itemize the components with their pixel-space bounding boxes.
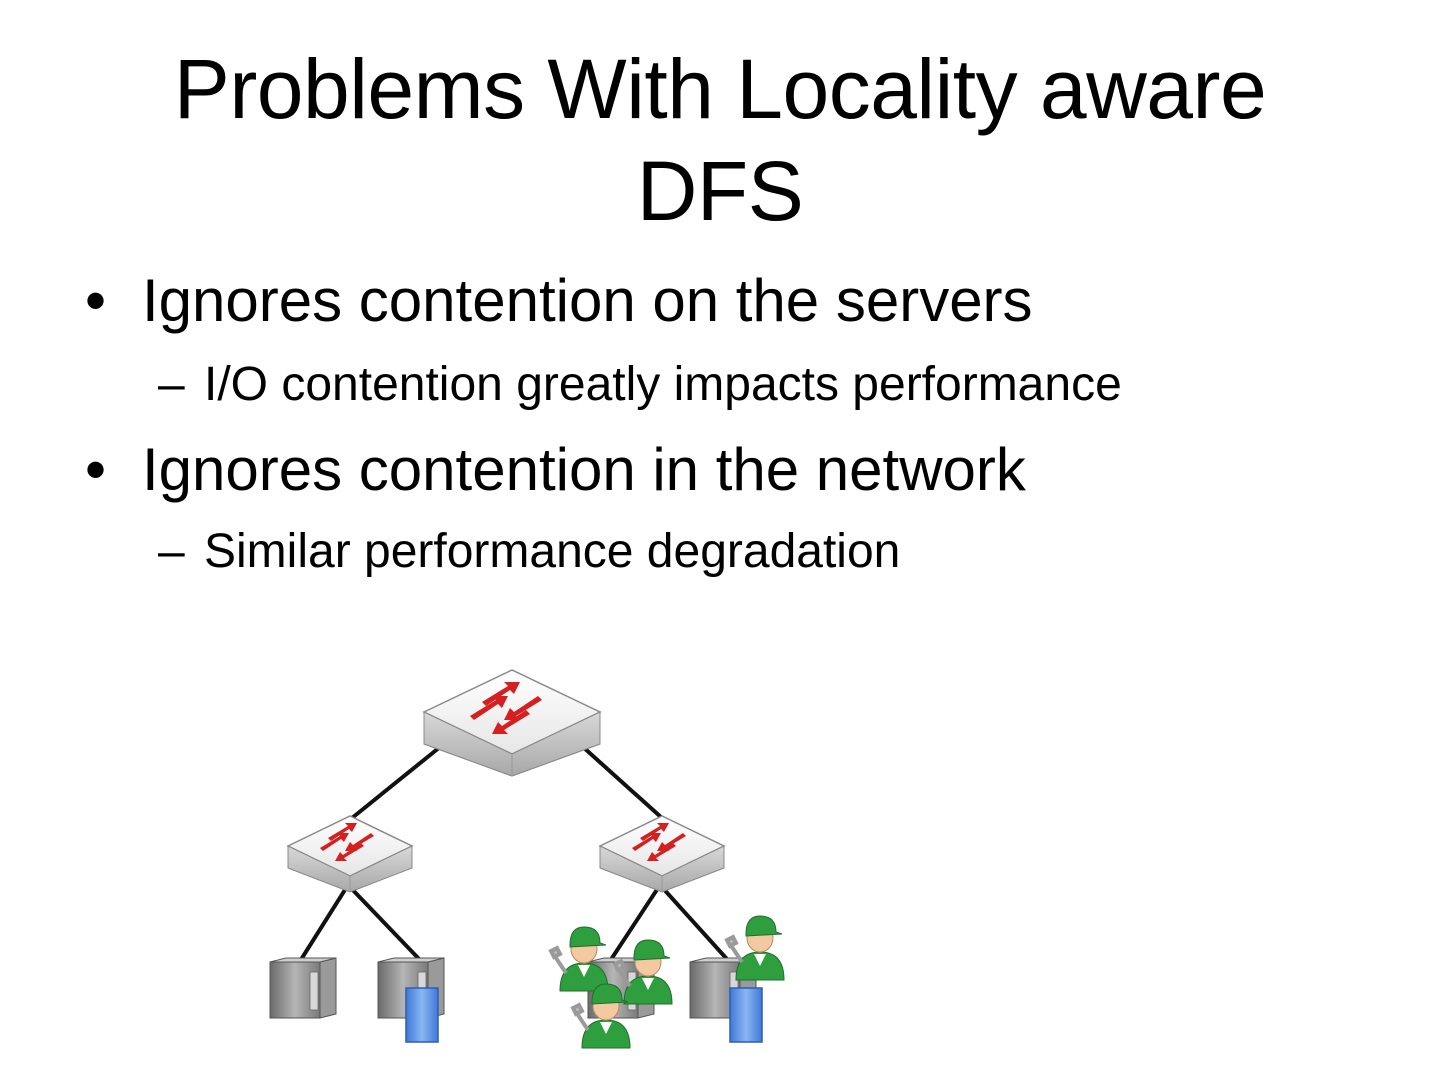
network-topology-diagram — [269, 669, 785, 1049]
title-line-1: Problems With Locality aware — [173, 42, 1267, 136]
link-left-server1 — [300, 883, 350, 960]
bullet-text: Ignores contention in the network — [142, 436, 1026, 503]
worker-icon — [724, 915, 785, 981]
network-switch-icon — [286, 815, 414, 893]
sub-bullet-item-1: –I/O contention greatly impacts performa… — [158, 357, 1122, 413]
worker-icon — [548, 926, 609, 992]
sub-bullet-text: I/O contention greatly impacts performan… — [204, 358, 1122, 411]
title-line-2: DFS — [636, 144, 804, 238]
bullet-marker: • — [85, 267, 107, 334]
link-core-left — [350, 745, 442, 820]
bullet-marker: • — [85, 436, 107, 503]
sub-bullet-item-2: –Similar performance degradation — [158, 524, 900, 580]
worker-icon — [612, 939, 673, 1005]
bullet-text: Ignores contention on the servers — [142, 267, 1033, 334]
sub-bullet-text: Similar performance degradation — [204, 525, 901, 578]
sub-bullet-marker: – — [158, 525, 185, 578]
worker-icon — [570, 983, 631, 1049]
link-right-server4 — [658, 883, 728, 960]
link-core-right — [581, 745, 664, 820]
bullet-list: •Ignores contention on the servers –I/O … — [85, 266, 1122, 580]
data-block-icon — [729, 987, 763, 1043]
server-icon — [269, 957, 337, 1019]
bullet-item-2: • Ignores contention in the network — [85, 435, 1026, 505]
slide-title: Problems With Locality aware DFS — [0, 38, 1440, 242]
link-right-server3 — [610, 883, 662, 960]
network-switch-icon — [422, 669, 602, 777]
link-left-server2 — [346, 883, 422, 962]
bullet-item-1: • Ignores contention on the servers — [85, 266, 1033, 336]
network-links — [300, 745, 728, 962]
data-block-icon — [405, 987, 439, 1043]
sub-bullet-marker: – — [158, 358, 185, 411]
network-switch-icon — [598, 815, 726, 893]
